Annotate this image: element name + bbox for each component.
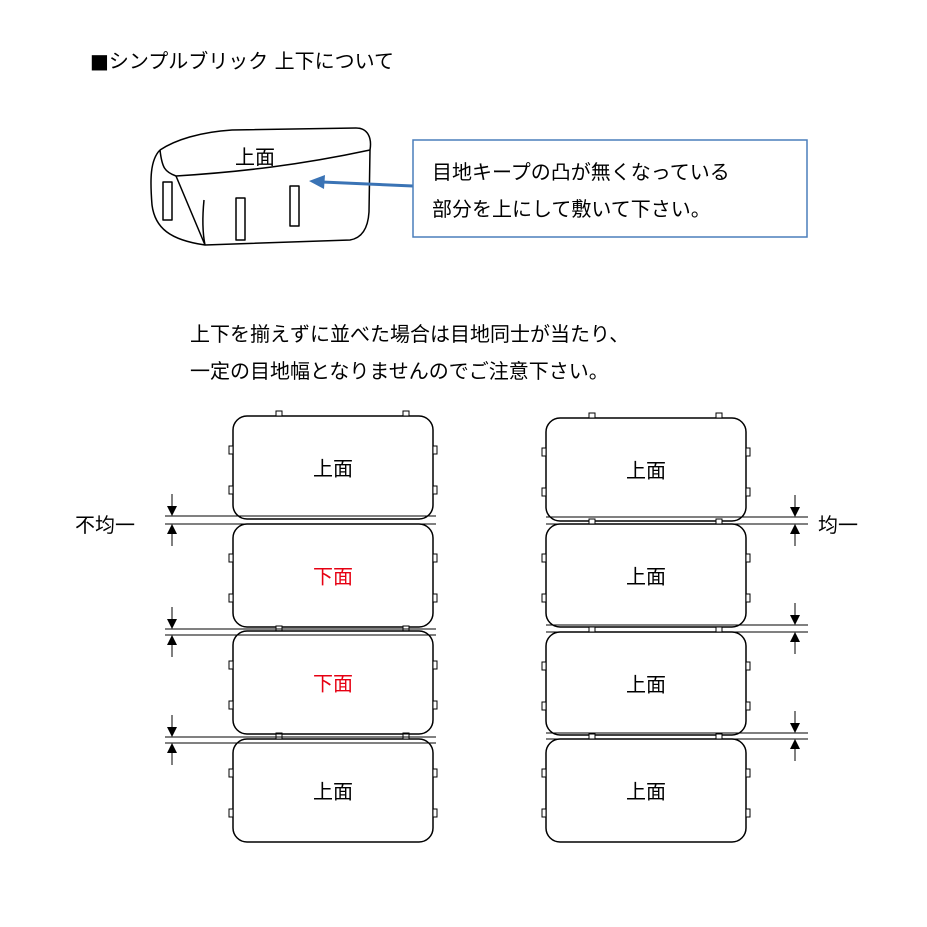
left-brick-1: 上面 <box>228 410 438 520</box>
left-brick-3: 下面 <box>228 630 438 739</box>
note-line-2: 一定の目地幅となりませんのでご注意下さい。 <box>190 359 609 383</box>
right-gap-marker-2 <box>546 603 808 654</box>
left-gap-label: 不均一 <box>75 513 135 537</box>
left-brick-label: 上面 <box>313 457 353 481</box>
right-brick-label: 上面 <box>626 780 666 804</box>
right-brick-4: 上面 <box>541 733 751 843</box>
left-brick-4: 上面 <box>228 733 438 843</box>
left-brick-2: 下面 <box>228 523 438 632</box>
callout-box <box>412 139 808 238</box>
left-gap-marker-1 <box>165 494 436 546</box>
left-gap-marker-2 <box>165 607 436 657</box>
right-brick-3: 上面 <box>541 626 751 736</box>
callout-arrow <box>309 175 414 189</box>
left-brick-label: 上面 <box>313 780 353 804</box>
right-gap-marker-1 <box>546 495 808 546</box>
brick-illustration <box>150 127 372 246</box>
callout-line-1: 目地キープの凸が無くなっている <box>432 160 730 184</box>
page-title: ■シンプルブリック 上下について <box>90 49 394 73</box>
right-gap-marker-3 <box>546 711 808 761</box>
note-line-1: 上下を揃えずに並べた場合は目地同士が当たり、 <box>190 322 629 346</box>
right-brick-label: 上面 <box>626 673 666 697</box>
brick-top-label: 上面 <box>235 145 275 169</box>
left-brick-label: 下面 <box>313 672 353 696</box>
right-brick-label: 上面 <box>626 565 666 589</box>
left-gap-marker-3 <box>165 715 436 765</box>
right-gap-markers <box>546 495 808 761</box>
right-gap-label: 均一 <box>818 513 858 537</box>
left-brick-label: 下面 <box>313 565 353 589</box>
right-brick-2: 上面 <box>541 518 751 628</box>
right-brick-label: 上面 <box>626 459 666 483</box>
left-gap-markers <box>165 494 436 765</box>
callout-line-2: 部分を上にして敷いて下さい。 <box>432 197 711 221</box>
right-brick-1: 上面 <box>541 412 751 522</box>
